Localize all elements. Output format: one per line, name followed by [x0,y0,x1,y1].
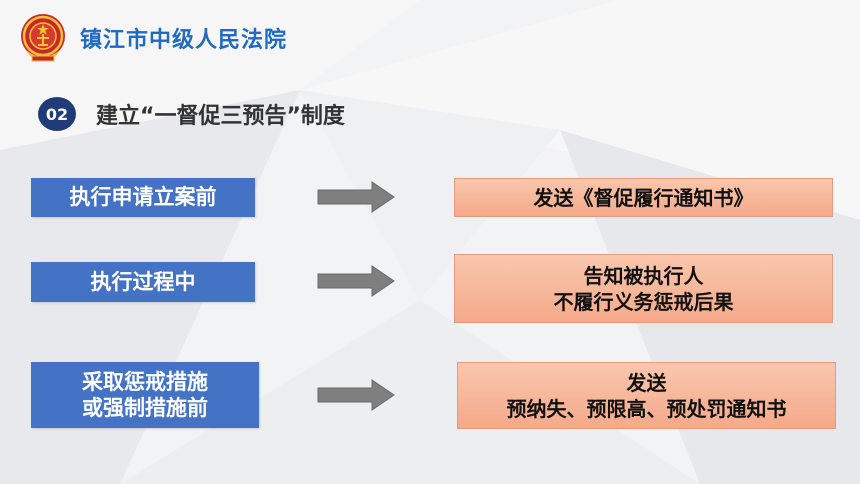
stage-box-during-execution: 执行过程中 [31,262,255,302]
action-label-line-2: 预纳失、预限高、预处罚通知书 [506,396,787,421]
stage-label-line-2: 或强制措施前 [82,396,208,420]
header: 镇江市中级人民法院 [18,12,287,64]
right-arrow-icon [317,181,395,213]
action-label-line-2: 不履行义务惩戒后果 [553,289,734,314]
section-heading: 02 建立“一督促三预告”制度 [38,97,345,131]
stage-box-before-measures: 采取惩戒措施 或强制措施前 [31,362,259,428]
right-arrow-icon [317,265,395,297]
action-box-inform-consequences: 告知被执行人 不履行义务惩戒后果 [454,254,833,323]
court-name: 镇江市中级人民法院 [80,28,288,53]
stage-label: 执行申请立案前 [69,185,217,210]
section-number-badge: 02 [38,97,76,131]
action-box-pre-notices: 发送 预纳失、预限高、预处罚通知书 [457,362,836,429]
court-emblem-icon [21,14,65,62]
stage-label: 执行过程中 [90,269,196,294]
stage-label-line-1: 采取惩戒措施 [82,369,208,394]
action-label-line-1: 告知被执行人 [583,263,704,288]
section-title: 建立“一督促三预告”制度 [96,104,345,129]
action-label: 发送《督促履行通知书》 [533,185,754,210]
action-box-urge-notice: 发送《督促履行通知书》 [454,178,833,217]
right-arrow-icon [317,379,395,411]
action-label-line-1: 发送 [626,370,667,395]
stage-box-before-filing: 执行申请立案前 [31,178,255,217]
